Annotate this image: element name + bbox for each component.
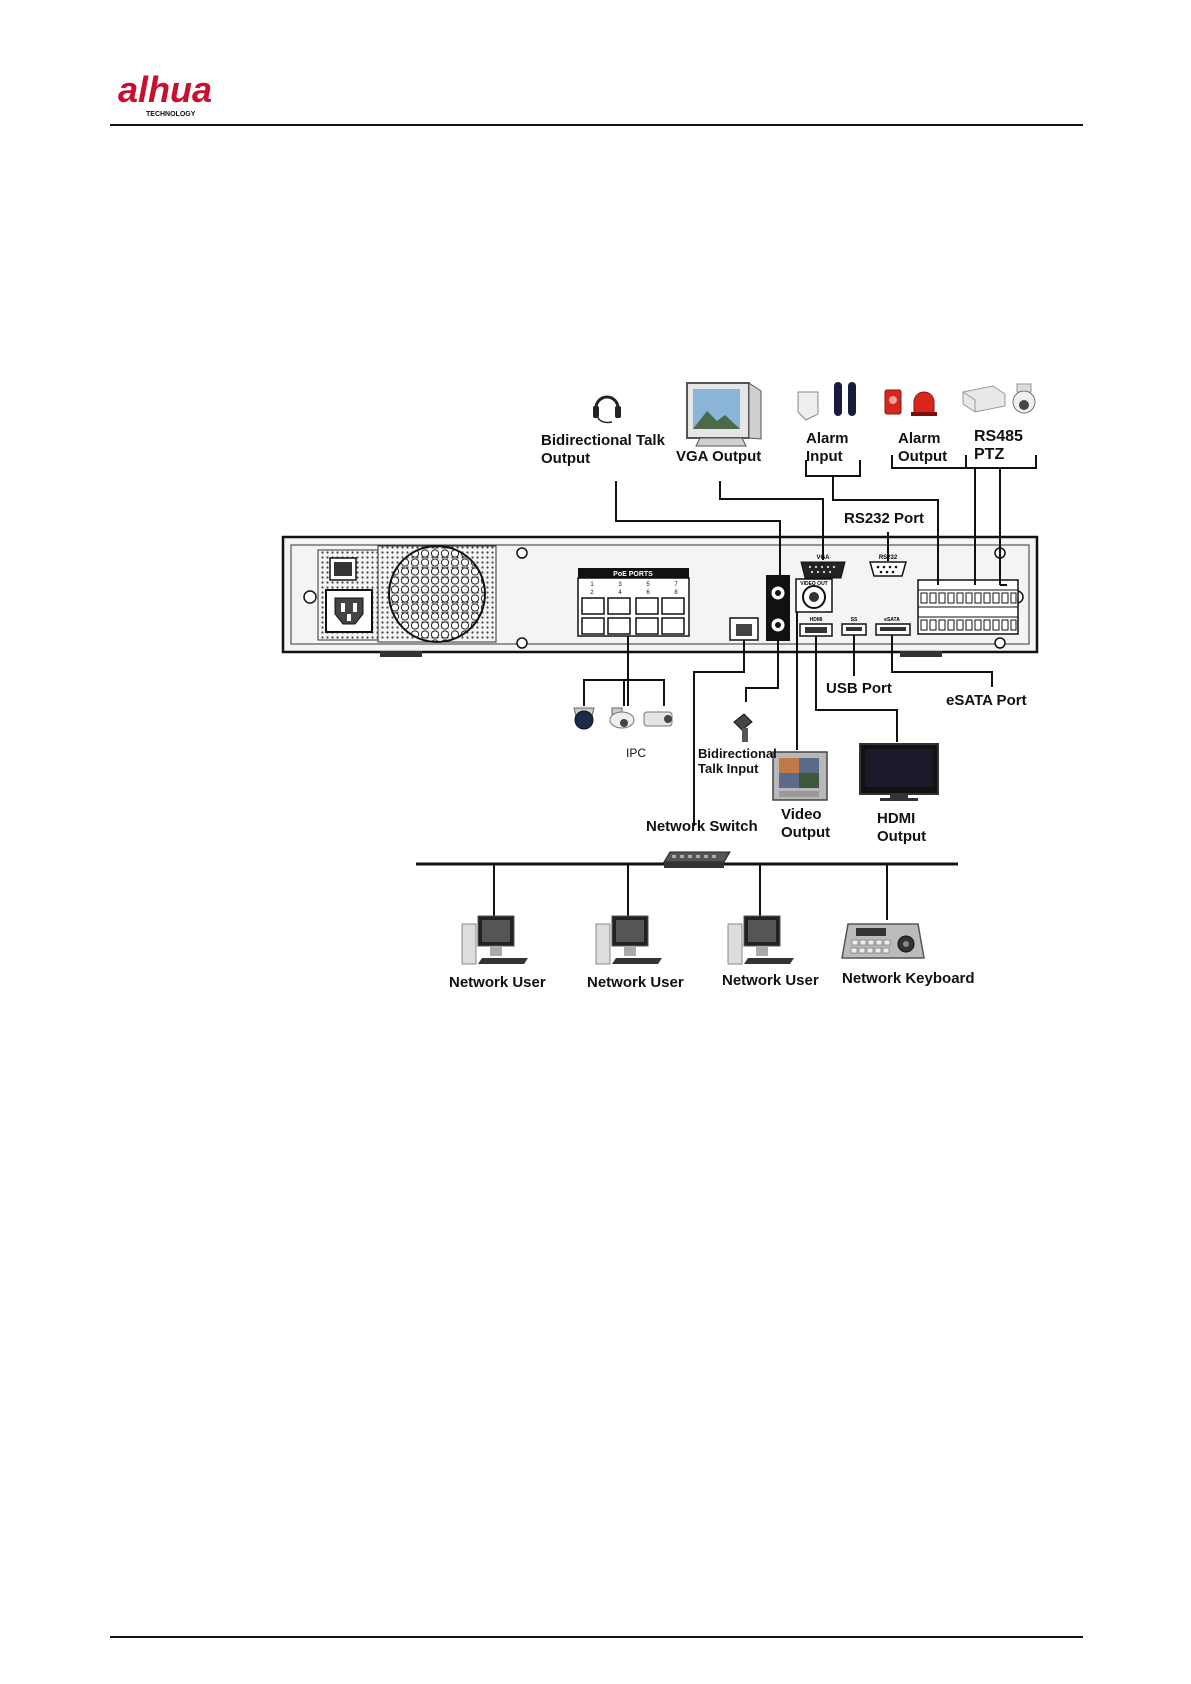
poe-port-number: 5 — [646, 582, 650, 588]
header-rule — [110, 124, 1083, 126]
network-port-icon — [729, 617, 759, 641]
poe-port-number: 6 — [646, 590, 650, 596]
network-user-pc-icon — [461, 915, 528, 965]
label-usb-port: USB Port — [826, 680, 892, 697]
label-esata-port: eSATA Port — [946, 692, 1027, 709]
label-network-switch: Network Switch — [646, 818, 758, 835]
audio-ports-block — [766, 575, 790, 641]
hdmi-label: HDMI — [810, 617, 823, 623]
network-user-pc-icon — [595, 915, 662, 965]
label-video-output: Video Output — [781, 806, 831, 841]
ptz-camera-icon — [962, 383, 1036, 414]
label-alarm-output: Alarm Output — [898, 430, 948, 465]
power-socket-icon — [317, 549, 379, 641]
alarm-terminal-block — [917, 579, 1019, 635]
label-vga-output: VGA Output — [676, 448, 762, 465]
label-bidirectional-talk-output: Bidirectional Talk Output — [541, 432, 665, 467]
microphone-icon — [733, 713, 753, 742]
vga-monitor-icon — [686, 382, 762, 447]
fan-grille-icon — [377, 545, 497, 643]
siren-icon — [884, 389, 937, 416]
label-bidirectional-talk-input: Bidirectional Talk Input — [698, 746, 777, 776]
label-network-user: Network User — [722, 972, 819, 989]
usb-label: SS — [851, 617, 858, 623]
headset-icon — [593, 395, 621, 424]
logo-subtext: TECHNOLOGY — [146, 111, 196, 118]
nvr-rear-panel: PoE PORTS 1 3 5 7 2 4 6 8 — [281, 535, 1039, 657]
video-out-port-icon: VIDEO OUT — [795, 578, 833, 613]
label-alarm-input: Alarm Input — [806, 430, 849, 465]
esata-label: eSATA — [884, 617, 900, 623]
poe-port-number: 1 — [590, 582, 594, 588]
label-ipc: IPC — [626, 746, 647, 760]
ipc-camera-icon — [573, 707, 673, 730]
connection-lines — [416, 455, 1037, 920]
label-hdmi-output: HDMI Output — [877, 810, 927, 845]
video-monitor-icon — [772, 751, 828, 801]
logo-text: alhua — [118, 70, 212, 110]
label-rs232-port: RS232 Port — [844, 510, 925, 527]
label-network-user: Network User — [587, 974, 684, 991]
label-network-user: Network User — [449, 974, 546, 991]
poe-port-number: 3 — [618, 582, 622, 588]
poe-port-number: 4 — [618, 590, 622, 596]
dahua-logo: alhua TECHNOLOGY — [118, 70, 212, 118]
poe-ports-block: PoE PORTS 1 3 5 7 2 4 6 8 — [577, 568, 690, 637]
label-network-keyboard: Network Keyboard — [842, 970, 975, 987]
poe-port-number: 8 — [674, 590, 678, 596]
hdmi-tv-icon — [859, 743, 939, 801]
video-out-label: VIDEO OUT — [800, 581, 828, 587]
poe-ports-title: PoE PORTS — [613, 571, 653, 578]
alarm-sensor-icon — [797, 382, 856, 421]
poe-port-number: 2 — [590, 590, 594, 596]
rs232-port-icon: RS232 — [869, 555, 907, 577]
poe-port-number: 7 — [674, 582, 678, 588]
network-keyboard-icon — [841, 923, 925, 959]
network-switch-icon — [663, 851, 731, 868]
network-user-pc-icon — [727, 915, 794, 965]
label-rs485-ptz: RS485 PTZ — [974, 428, 1023, 463]
footer-rule — [110, 1636, 1083, 1638]
